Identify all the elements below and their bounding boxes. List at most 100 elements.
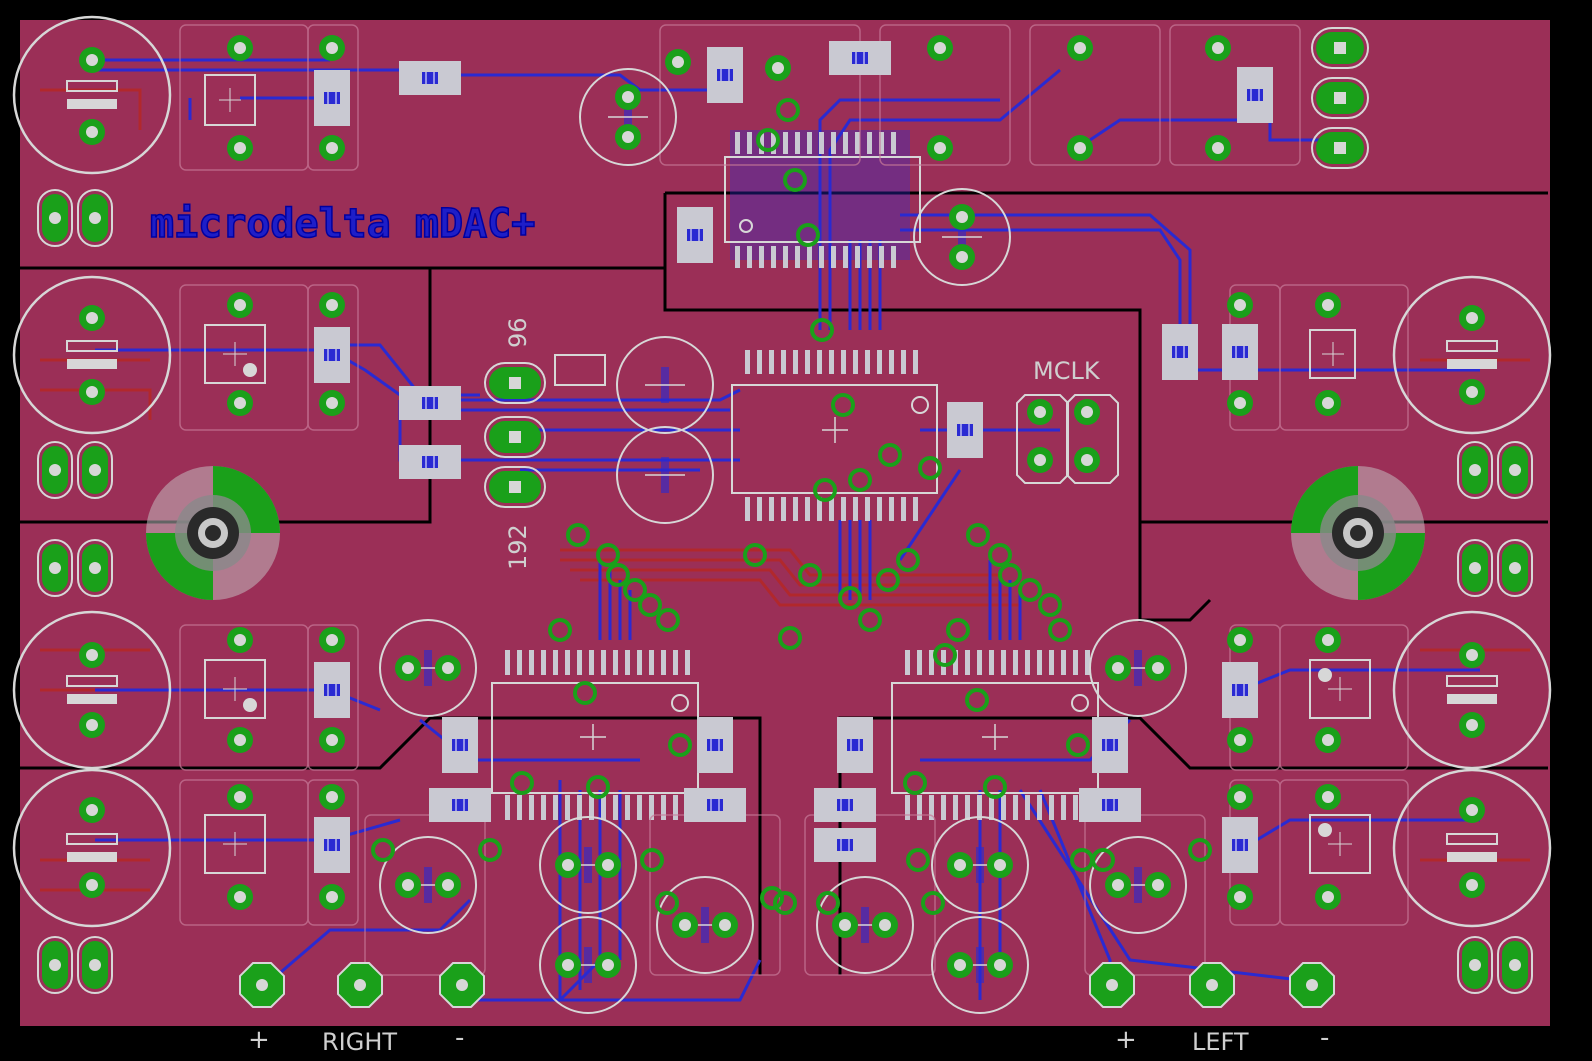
via xyxy=(965,688,989,712)
via xyxy=(796,223,820,247)
via xyxy=(966,523,990,547)
via xyxy=(988,543,1012,567)
smd-passive xyxy=(1162,324,1198,380)
via xyxy=(906,848,930,872)
th-pad xyxy=(79,119,105,145)
electrolytic-capacitor xyxy=(12,275,172,435)
via xyxy=(623,578,647,602)
mclk-header-pad xyxy=(1074,399,1100,425)
via xyxy=(668,733,692,757)
via xyxy=(773,891,797,915)
th-pad xyxy=(1315,727,1341,753)
via xyxy=(606,563,630,587)
via xyxy=(813,478,837,502)
th-pad xyxy=(1315,627,1341,653)
via xyxy=(638,593,662,617)
electrolytic-capacitor xyxy=(12,15,172,175)
th-pad xyxy=(435,872,461,898)
smd-passive xyxy=(814,788,876,822)
via xyxy=(548,618,572,642)
th-pad xyxy=(79,379,105,405)
mclk-header-pad xyxy=(1027,447,1053,473)
small-capacitor xyxy=(616,426,714,524)
th-pad xyxy=(1227,884,1253,910)
via xyxy=(896,548,920,572)
electrolytic-capacitor xyxy=(1392,768,1552,928)
th-pad xyxy=(1145,872,1171,898)
th-pad xyxy=(987,952,1013,978)
via xyxy=(998,563,1022,587)
via xyxy=(831,393,855,417)
via xyxy=(586,775,610,799)
th-pad xyxy=(79,797,105,823)
th-pad xyxy=(319,727,345,753)
th-pad xyxy=(872,912,898,938)
th-pad xyxy=(227,390,253,416)
via xyxy=(1038,593,1062,617)
right-minus-label: - xyxy=(455,1023,464,1053)
connector-pad-pair xyxy=(37,441,113,499)
th-pad xyxy=(555,852,581,878)
output-pad xyxy=(337,962,383,1008)
via xyxy=(983,775,1007,799)
smd-passive xyxy=(399,386,461,420)
th-pad xyxy=(395,872,421,898)
rate-192-label: 192 xyxy=(504,524,532,570)
th-pad xyxy=(672,912,698,938)
th-pad xyxy=(947,952,973,978)
th-pad xyxy=(1315,784,1341,810)
th-pad xyxy=(1459,712,1485,738)
th-pad xyxy=(1315,884,1341,910)
th-pad xyxy=(79,642,105,668)
th-pad xyxy=(1227,292,1253,318)
smd-passive xyxy=(1079,788,1141,822)
th-pad xyxy=(79,872,105,898)
smd-passive xyxy=(1222,817,1258,873)
left-minus-label: - xyxy=(1320,1023,1329,1053)
th-pad xyxy=(227,135,253,161)
smd-passive xyxy=(829,41,891,75)
th-pad xyxy=(595,852,621,878)
via xyxy=(816,891,840,915)
rate-jumper-pad xyxy=(484,466,546,508)
th-pad xyxy=(1459,642,1485,668)
connector-pad-pair xyxy=(37,936,113,994)
th-pad xyxy=(927,135,953,161)
th-pad xyxy=(435,655,461,681)
rate-jumper-pad xyxy=(484,416,546,458)
smd-passive xyxy=(399,445,461,479)
th-pad xyxy=(319,390,345,416)
via xyxy=(478,838,502,862)
via xyxy=(858,608,882,632)
th-pad xyxy=(319,784,345,810)
via xyxy=(510,771,534,795)
electrolytic-capacitor xyxy=(12,768,172,928)
th-pad xyxy=(595,952,621,978)
smd-passive xyxy=(314,817,350,873)
via xyxy=(776,98,800,122)
via xyxy=(933,643,957,667)
smd-passive xyxy=(314,70,350,126)
mclk-label: MCLK xyxy=(1033,357,1101,385)
th-pad xyxy=(319,35,345,61)
via xyxy=(778,626,802,650)
th-pad xyxy=(1459,379,1485,405)
via xyxy=(783,168,807,192)
right-output-label: RIGHT xyxy=(322,1028,397,1056)
th-pad xyxy=(1227,390,1253,416)
via xyxy=(640,848,664,872)
smd-passive xyxy=(429,788,491,822)
capacitors xyxy=(12,15,1552,1014)
mclk-header-pad xyxy=(1027,399,1053,425)
via xyxy=(756,128,780,152)
connector-pads xyxy=(37,27,1533,1008)
th-pad xyxy=(1105,655,1131,681)
power-header-pad xyxy=(1311,27,1369,69)
th-pad xyxy=(615,124,641,150)
power-header-pad xyxy=(1311,127,1369,169)
via xyxy=(921,891,945,915)
output-pad xyxy=(1089,962,1135,1008)
smd-passive xyxy=(314,662,350,718)
